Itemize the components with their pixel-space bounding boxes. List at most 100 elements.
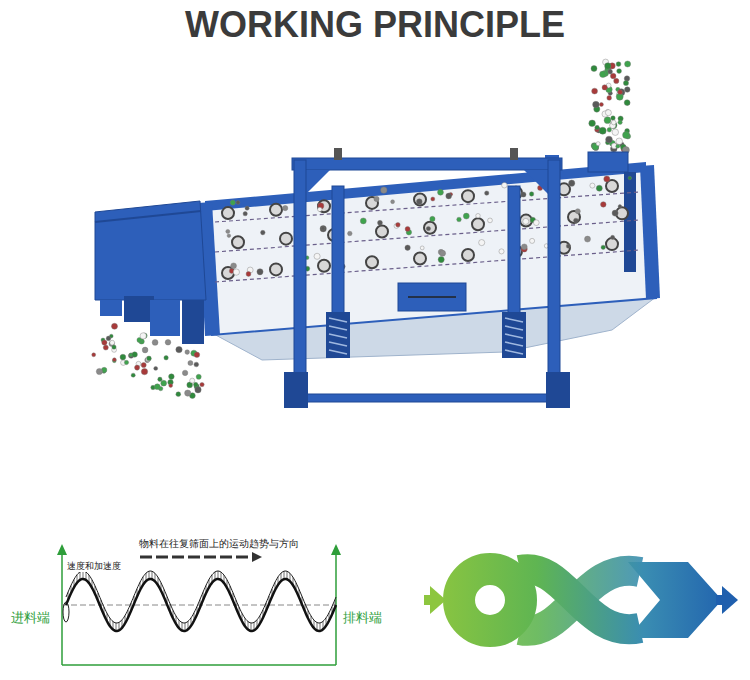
material-particle bbox=[245, 206, 249, 210]
material-particle bbox=[360, 218, 366, 224]
material-particle bbox=[608, 69, 613, 74]
title: WORKING PRINCIPLE bbox=[185, 4, 565, 46]
material-particle bbox=[120, 354, 126, 360]
material-particle bbox=[194, 352, 200, 358]
material-particle bbox=[320, 226, 326, 232]
cleaning-ball bbox=[414, 194, 426, 206]
material-particle bbox=[321, 227, 325, 231]
spring-coil bbox=[505, 318, 523, 322]
material-particle bbox=[611, 116, 616, 121]
material-particle bbox=[185, 350, 190, 355]
material-particle bbox=[226, 229, 230, 233]
material-particle bbox=[246, 272, 251, 277]
material-particle bbox=[165, 339, 171, 345]
spring-housing bbox=[326, 312, 350, 358]
material-particle bbox=[195, 387, 201, 393]
axis-arrowhead bbox=[57, 544, 67, 555]
material-particle bbox=[607, 128, 611, 132]
material-particle bbox=[426, 226, 430, 230]
material-particle bbox=[618, 205, 622, 209]
spring-coil bbox=[505, 334, 523, 338]
material-particle bbox=[103, 345, 108, 350]
material-particle bbox=[601, 245, 605, 249]
material-particle bbox=[595, 125, 599, 129]
material-particle bbox=[607, 96, 612, 101]
material-particle bbox=[111, 323, 117, 329]
axis-label: 速度和加速度 bbox=[66, 561, 122, 572]
material-particle bbox=[533, 220, 539, 226]
direction-arrowhead bbox=[252, 552, 262, 562]
end-label: 排料端 bbox=[342, 610, 383, 626]
material-particle bbox=[131, 373, 135, 377]
material-particle bbox=[236, 201, 240, 205]
wave-curve bbox=[66, 579, 336, 631]
cleaning-ball bbox=[222, 207, 234, 219]
material-particle bbox=[431, 197, 435, 201]
material-particle bbox=[521, 192, 526, 197]
side-flange bbox=[624, 172, 636, 272]
material-particle bbox=[605, 63, 611, 69]
side-flange bbox=[640, 165, 660, 299]
material-particle bbox=[602, 85, 607, 90]
cleaning-ball bbox=[232, 236, 244, 248]
material-particle bbox=[261, 230, 266, 235]
material-particle bbox=[612, 129, 619, 136]
material-particle bbox=[488, 218, 493, 223]
frame-leg bbox=[548, 160, 560, 398]
material-particle bbox=[625, 87, 631, 93]
material-particle bbox=[391, 200, 395, 204]
spring-coil bbox=[329, 326, 347, 330]
cleaning-ball bbox=[414, 253, 426, 265]
material-particle bbox=[185, 390, 191, 396]
material-particle bbox=[623, 131, 630, 138]
material-particle bbox=[457, 217, 462, 222]
frame-foot bbox=[284, 372, 308, 408]
outlet bbox=[150, 300, 180, 336]
cleaning-ball bbox=[222, 267, 234, 279]
spring-housing bbox=[502, 312, 526, 358]
material-particle bbox=[420, 246, 424, 250]
material-particle bbox=[141, 368, 147, 374]
spring-coil bbox=[505, 350, 523, 354]
material-particle bbox=[438, 257, 444, 263]
material-particle bbox=[593, 101, 600, 108]
cleaning-ball bbox=[606, 238, 618, 250]
material-particle bbox=[188, 360, 193, 365]
material-particle bbox=[604, 176, 610, 182]
material-particle bbox=[146, 356, 151, 361]
material-particle bbox=[102, 340, 107, 345]
frame-brace bbox=[304, 170, 330, 196]
material-particle bbox=[575, 209, 580, 214]
screen-deck bbox=[215, 192, 640, 222]
axis-arrowhead bbox=[331, 544, 341, 555]
material-particle bbox=[624, 100, 630, 106]
flow-ring bbox=[459, 569, 521, 631]
axis-line bbox=[62, 664, 336, 666]
material-particle bbox=[96, 368, 102, 374]
cleaning-ball bbox=[472, 218, 484, 230]
material-particle bbox=[348, 231, 353, 236]
material-particle bbox=[416, 199, 422, 205]
wave-upper bbox=[66, 571, 336, 623]
material-particle bbox=[161, 380, 167, 386]
material-particle bbox=[112, 358, 116, 362]
material-particle bbox=[283, 205, 288, 210]
material-particle bbox=[190, 378, 195, 383]
motion-note: 物料在往复筛面上的运动趋势与方向 bbox=[138, 538, 300, 550]
material-particle bbox=[243, 212, 247, 216]
material-particle bbox=[569, 180, 575, 186]
material-particle bbox=[405, 226, 410, 231]
frame-beam bbox=[292, 158, 562, 170]
material-particle bbox=[599, 127, 606, 134]
cleaning-ball bbox=[270, 263, 282, 275]
frame-base bbox=[288, 394, 566, 402]
material-particle bbox=[529, 192, 533, 196]
material-particle bbox=[463, 213, 469, 219]
material-particle bbox=[196, 374, 201, 379]
material-particle bbox=[233, 269, 239, 275]
material-particle bbox=[374, 196, 379, 201]
material-particle bbox=[530, 238, 535, 243]
bolt bbox=[334, 148, 342, 160]
material-particle bbox=[193, 382, 197, 386]
material-particle bbox=[612, 210, 618, 216]
